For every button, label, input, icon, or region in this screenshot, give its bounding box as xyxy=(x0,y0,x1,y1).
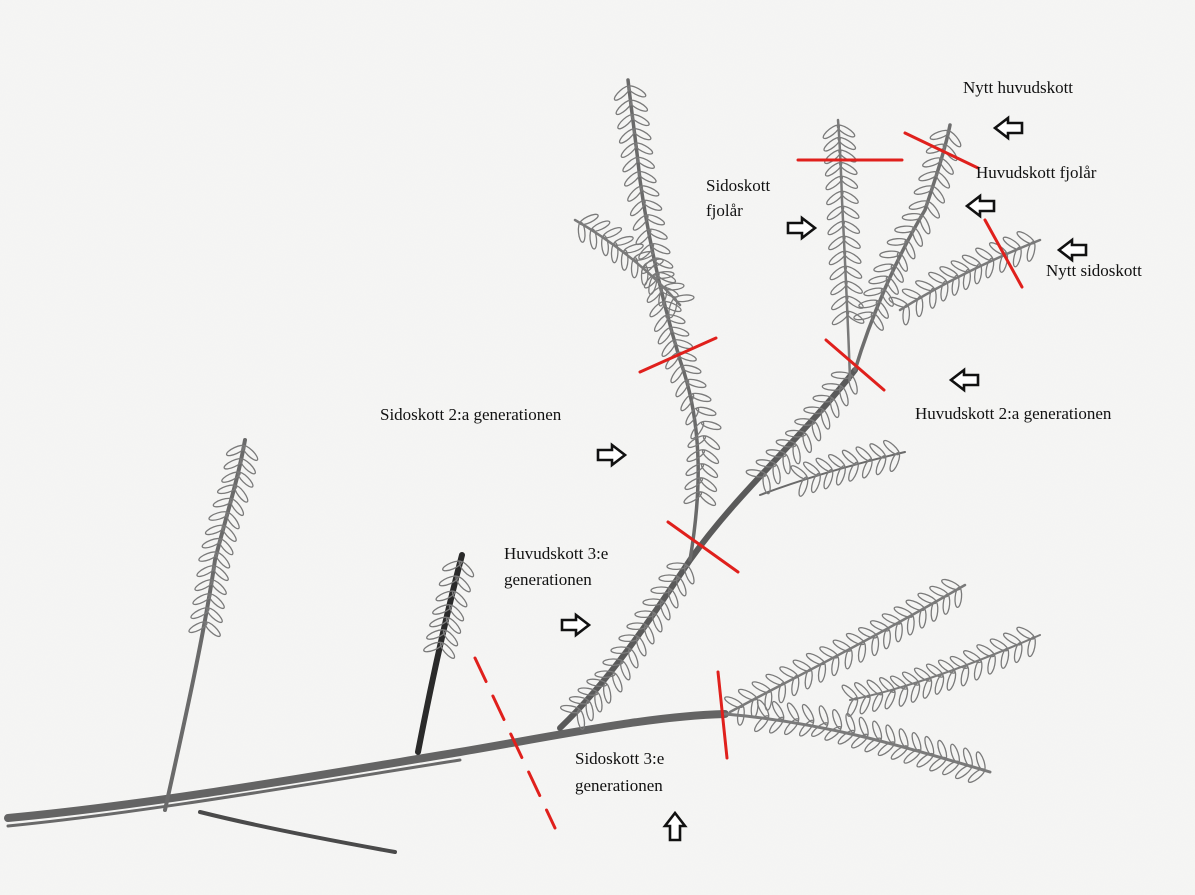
label-sidoskott-fjolar-line2: fjolår xyxy=(706,200,743,222)
label-huvudskott-fjolar: Huvudskott fjolår xyxy=(976,162,1096,184)
label-huvudskott-3e-line2: generationen xyxy=(504,569,592,591)
label-huvudskott-3e-line1: Huvudskott 3:e xyxy=(504,543,608,565)
label-nytt-huvudskott: Nytt huvudskott xyxy=(963,77,1073,99)
label-sidoskott-fjolar-line1: Sidoskott xyxy=(706,175,770,197)
label-sidoskott-2a: Sidoskott 2:a generationen xyxy=(380,404,561,426)
label-huvudskott-2a: Huvudskott 2:a generationen xyxy=(915,403,1111,425)
label-sidoskott-3e-line2: generationen xyxy=(575,775,663,797)
label-nytt-sidoskott: Nytt sidoskott xyxy=(1046,260,1142,282)
label-sidoskott-3e-line1: Sidoskott 3:e xyxy=(575,748,664,770)
